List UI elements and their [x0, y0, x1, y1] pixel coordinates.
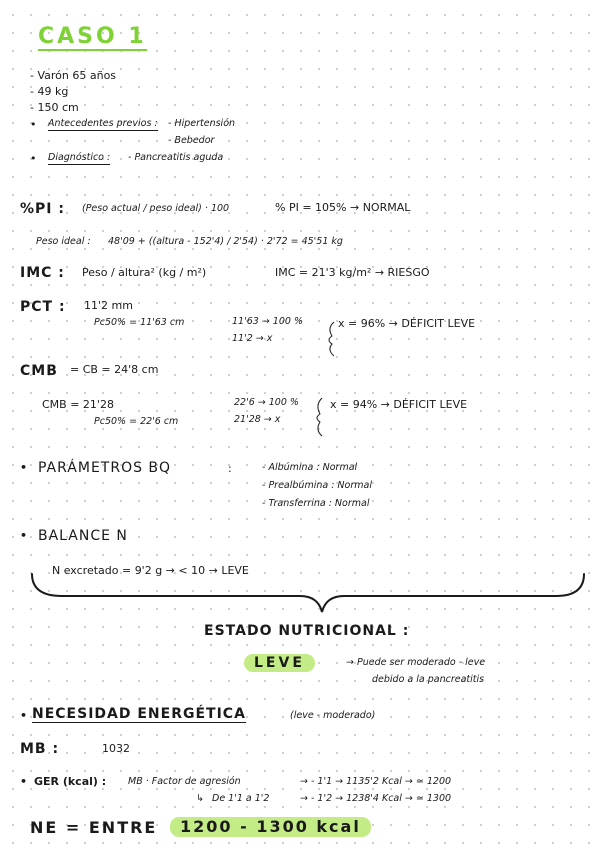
- ne-value: 1200 - 1300 kcal: [170, 817, 371, 837]
- ideal-weight-value: 48'09 + ((altura - 152'4) / 2'54) · 2'72…: [108, 236, 343, 247]
- patient-item: - 49 kg: [30, 85, 69, 98]
- cmb-cb: = CB = 24'8 cm: [70, 363, 159, 376]
- ger-row-1: → - 1'1 → 1135'2 Kcal → ≃ 1200: [300, 776, 452, 787]
- bq-item: - Prealbúmina : Normal: [262, 480, 372, 491]
- ideal-weight-label: Peso ideal :: [36, 236, 91, 247]
- cmb-p50: Pc50% = 22'6 cm: [94, 416, 179, 427]
- ger-row-2: → - 1'2 → 1238'4 Kcal → ≃ 1300: [300, 793, 452, 804]
- pi-formula: (Peso actual / peso ideal) · 100: [82, 203, 230, 214]
- pct-rule-1: 11'63 → 100 %: [232, 316, 303, 327]
- balance-label: BALANCE N: [38, 528, 128, 544]
- necesidad-note: (leve - moderado): [290, 710, 376, 721]
- ger-label: GER (kcal) :: [34, 775, 107, 788]
- estado-label: ESTADO NUTRICIONAL :: [204, 623, 410, 639]
- estado-note: debido a la pancreatitis: [372, 674, 485, 685]
- antecedent-item: - Bebedor: [168, 135, 215, 146]
- bq-colon: :: [228, 462, 232, 475]
- balance-detail: N excretado = 9'2 g → < 10 → LEVE: [52, 564, 249, 577]
- pct-label: PCT :: [20, 299, 66, 315]
- bq-label: PARÁMETROS BQ: [38, 460, 172, 476]
- bq-item: - Transferrina : Normal: [262, 498, 370, 509]
- bq-item: - Albúmina : Normal: [262, 462, 358, 473]
- mb-label: MB :: [20, 741, 60, 757]
- necesidad-label: NECESIDAD ENERGÉTICA: [32, 706, 246, 723]
- necesidad-bullet: •: [20, 709, 28, 722]
- ne-label: NE = ENTRE: [30, 818, 158, 837]
- pct-result: x = 96% → DÉFICIT LEVE: [338, 317, 476, 330]
- ger-range-arrow: ↳: [196, 793, 204, 804]
- antecedents-bullet: •: [30, 118, 37, 131]
- bq-bullet: •: [20, 461, 28, 474]
- ger-bullet: •: [20, 775, 28, 788]
- patient-item: - Varón 65 años: [30, 69, 117, 82]
- estado-note: → Puede ser moderado - leve: [346, 657, 486, 668]
- patient-item: - 150 cm: [30, 101, 79, 114]
- ger-formula: MB · Factor de agresión: [128, 776, 241, 787]
- diagnosis-value: - Pancreatitis aguda: [128, 152, 224, 163]
- cmb-result: x = 94% → DÉFICIT LEVE: [330, 398, 468, 411]
- diagnosis-label: Diagnóstico :: [48, 152, 111, 165]
- imc-formula: Peso / altura² (kg / m²): [82, 266, 207, 279]
- cmb-rule-2: 21'28 → x: [234, 414, 281, 425]
- antecedent-item: - Hipertensión: [168, 118, 236, 129]
- estado-value: LEVE: [244, 654, 315, 672]
- imc-result: IMC = 21'3 kg/m² → RIESGO: [275, 266, 430, 279]
- cmb-value: CMB = 21'28: [42, 398, 114, 411]
- mb-value: 1032: [102, 742, 130, 755]
- pi-result: % PI = 105% → NORMAL: [275, 201, 411, 214]
- cmb-rule-1: 22'6 → 100 %: [234, 397, 299, 408]
- pi-label: %PI :: [20, 201, 65, 217]
- balance-bullet: •: [20, 529, 28, 542]
- antecedents-label: Antecedentes previos :: [48, 118, 158, 131]
- imc-label: IMC :: [20, 265, 65, 281]
- pct-rule-2: 11'2 → x: [232, 333, 273, 344]
- diagnosis-bullet: •: [30, 152, 37, 165]
- ger-range: De 1'1 a 1'2: [212, 793, 270, 804]
- cmb-label: CMB: [20, 363, 58, 379]
- pct-p50: Pc50% = 11'63 cm: [94, 317, 185, 328]
- page-title: CASO 1: [38, 24, 147, 51]
- pct-value: 11'2 mm: [84, 299, 133, 312]
